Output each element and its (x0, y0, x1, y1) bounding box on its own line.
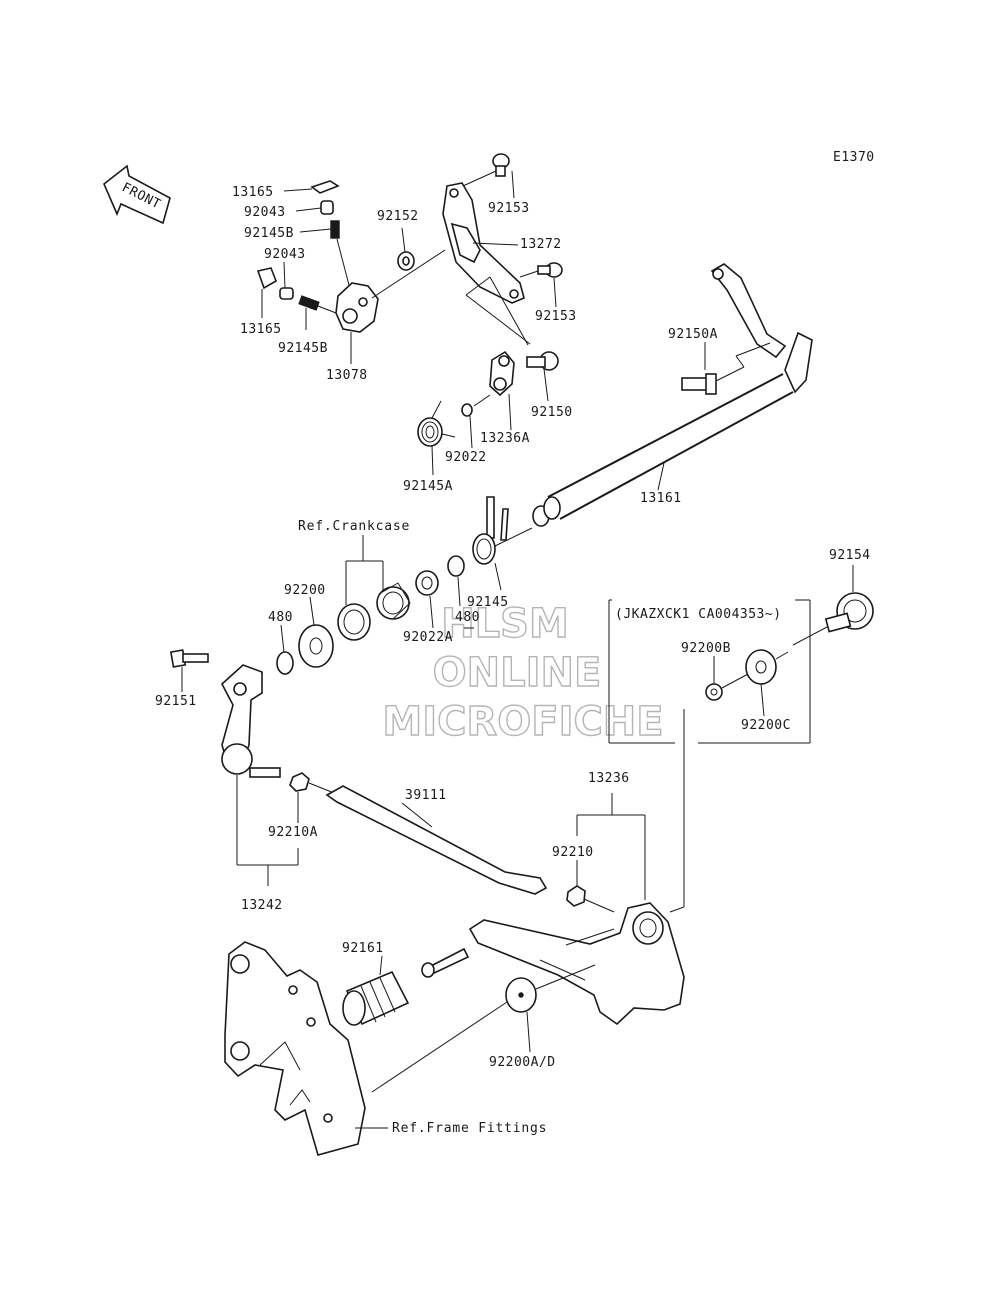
frame-bracket (224, 941, 388, 1156)
part-13236-shift-pedal (421, 902, 685, 1026)
shift-arm-13236a-group (417, 350, 559, 476)
label-92152: 92152 (377, 209, 419, 224)
label-480-left: 480 (268, 610, 293, 625)
serial-range-label: (JKAZXCK1 CA004353~) (615, 607, 782, 622)
watermark-line-2: ONLINE (433, 650, 602, 696)
label-92022a: 92022A (403, 630, 453, 645)
ref-frame-fittings-label: Ref.Frame Fittings (392, 1121, 547, 1136)
part-480-clip-right (447, 555, 465, 577)
part-92154-bolt (792, 565, 874, 646)
label-92200b: 92200B (681, 641, 731, 656)
label-92145a: 92145A (403, 479, 453, 494)
part-13272-plate (442, 153, 563, 346)
label-92145: 92145 (467, 595, 509, 610)
part-92200c-washer (745, 649, 777, 685)
label-92210: 92210 (552, 845, 594, 860)
part-13078-cam (335, 282, 379, 333)
part-92145b-top (330, 220, 340, 239)
diagram-code: E1370 (833, 150, 875, 165)
shift-drum-cam-group (256, 180, 446, 364)
label-92200c: 92200C (741, 718, 791, 733)
part-92145b-lower (298, 295, 320, 311)
label-92043-top: 92043 (244, 205, 286, 220)
label-13242: 13242 (241, 898, 283, 913)
part-92151-bolt (169, 649, 209, 692)
part-13242-shift-lever (221, 664, 335, 886)
label-92210a: 92210A (268, 825, 318, 840)
part-92150a-bolt (681, 342, 771, 395)
crankcase-seal-group (276, 535, 474, 675)
part-92150-bolt (526, 351, 559, 402)
part-92210-nut (566, 885, 586, 907)
label-13236: 13236 (588, 771, 630, 786)
part-92043-lower (279, 287, 294, 300)
label-92043-lower: 92043 (264, 247, 306, 262)
label-92153-lower: 92153 (535, 309, 577, 324)
label-13236a: 13236A (480, 431, 530, 446)
part-92200ad-washer (371, 964, 596, 1093)
label-92161: 92161 (342, 941, 384, 956)
front-arrow-icon: FRONT (103, 164, 171, 225)
watermark-line-1: HLSM (441, 601, 569, 647)
ref-crankcase-label: Ref.Crankcase (298, 519, 410, 534)
watermark-line-3: MICROFICHE (382, 699, 663, 745)
part-crankcase-bearing (376, 582, 411, 620)
part-480-clip-left (276, 651, 294, 675)
part-92145-spring (472, 496, 533, 591)
part-92022a-washer (415, 570, 439, 596)
label-92154: 92154 (829, 548, 871, 563)
part-92200b-washer (705, 683, 723, 701)
part-92200-washer (298, 624, 334, 668)
label-92151: 92151 (155, 694, 197, 709)
label-92145b-lower: 92145B (278, 341, 328, 356)
label-92150a: 92150A (668, 327, 718, 342)
label-13165-top: 13165 (232, 185, 274, 200)
label-39111: 39111 (405, 788, 447, 803)
label-92145b-top: 92145B (244, 226, 294, 241)
part-92145a-spring (417, 400, 456, 476)
part-crankcase-seal (337, 603, 371, 641)
label-92200: 92200 (284, 583, 326, 598)
part-13165-lower (256, 267, 277, 290)
part-92161-rubber (342, 955, 410, 1026)
label-92153-top: 92153 (488, 201, 530, 216)
label-13078: 13078 (326, 368, 368, 383)
label-92022: 92022 (445, 450, 487, 465)
part-13165-top (310, 180, 340, 194)
part-number-labels: 13165 92043 92145B 92043 13165 92145B 13… (155, 185, 871, 1070)
part-92153-lower (519, 262, 563, 308)
label-13272: 13272 (520, 237, 562, 252)
label-13161: 13161 (640, 491, 682, 506)
serial-range-box: (JKAZXCK1 CA004353~) (608, 599, 811, 744)
part-13161-shift-shaft (532, 263, 813, 527)
part-92022-washer (461, 403, 473, 417)
label-92200ad: 92200A/D (489, 1055, 556, 1070)
part-92210a-nut (289, 772, 310, 792)
label-92150: 92150 (531, 405, 573, 420)
label-13165-lower: 13165 (240, 322, 282, 337)
watermark: HLSM ONLINE MICROFICHE (382, 600, 665, 745)
part-92043-top (320, 200, 334, 215)
label-480-right: 480 (455, 610, 480, 625)
part-39111-tie-rod (325, 785, 646, 913)
part-92153-top (462, 153, 515, 199)
